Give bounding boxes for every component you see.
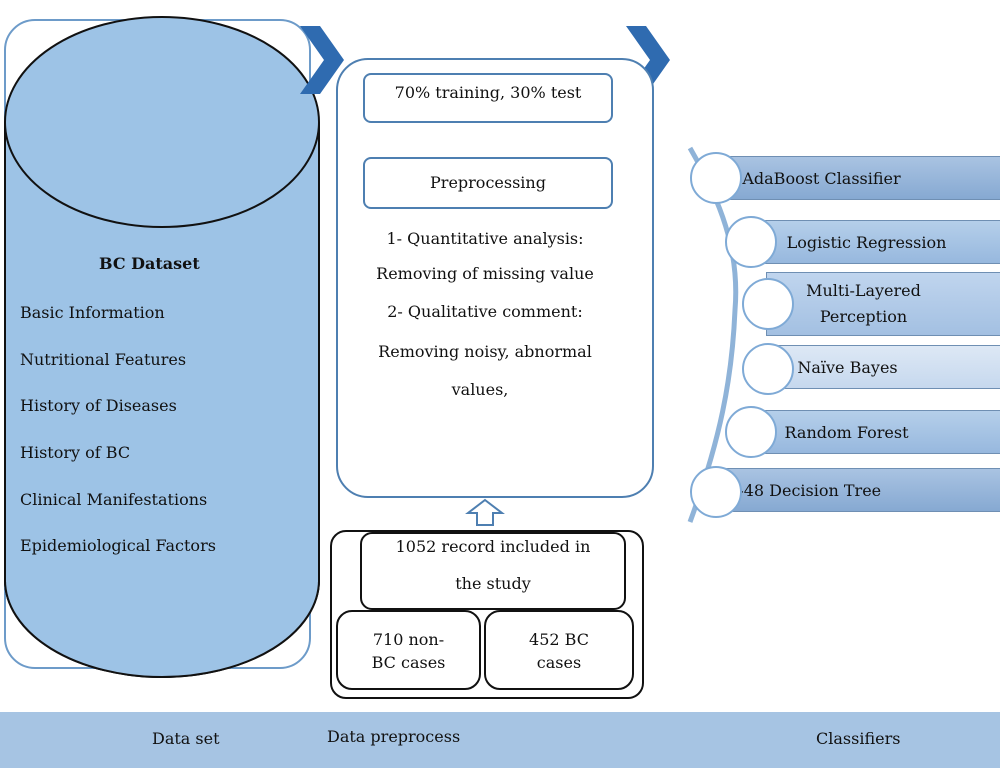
dataset-cylinder <box>4 16 320 678</box>
classifier-random-forest-marker <box>725 406 777 458</box>
dataset-item-nutritional-features: Nutritional Features <box>20 350 187 369</box>
stage-label-data-set: Data set <box>152 729 220 748</box>
classifier-logistic-regression-marker <box>725 216 777 268</box>
preprocess-step-1-detail: Removing of missing value <box>376 264 594 283</box>
dataset-item-clinical-manifestations: Clinical Manifestations <box>20 490 208 509</box>
preprocess-panel <box>336 58 654 498</box>
preprocess-step-2-detail: Removing noisy, abnormal <box>378 342 592 361</box>
classifier-naive-bayes-marker <box>742 343 794 395</box>
stage-label-data-preprocess: Data preprocess <box>327 727 461 746</box>
preprocessing-label: Preprocessing <box>430 173 546 192</box>
total-records-line2: the study <box>455 574 531 593</box>
stage-label-classifiers: Classifiers <box>816 729 901 748</box>
bc-cases-box: 452 BC cases <box>484 610 634 690</box>
dataset-title: BC Dataset <box>99 254 200 273</box>
classifier-j48-decision-tree: J-48 Decision Tree <box>712 468 1000 512</box>
non-bc-cases-box: 710 non- BC cases <box>336 610 481 690</box>
classifier-adaboost-marker <box>690 152 742 204</box>
chevron-arrow-icon <box>300 26 344 94</box>
classifier-logistic-regression: Logistic Regression <box>752 220 1000 264</box>
dataset-item-basic-information: Basic Information <box>20 303 165 322</box>
preprocess-step-2: 2- Qualitative comment: <box>387 302 583 321</box>
dataset-item-epidemiological-factors: Epidemiological Factors <box>20 536 216 555</box>
dataset-item-history-of-diseases: History of Diseases <box>20 396 177 415</box>
dataset-item-history-of-bc: History of BC <box>20 443 131 462</box>
split-label: 70% training, 30% test <box>394 83 582 102</box>
total-records-box: 1052 record included in the study <box>360 532 626 610</box>
cylinder-top <box>4 16 320 228</box>
stage-labels-bar <box>0 712 1000 768</box>
up-arrow-icon <box>465 498 505 526</box>
non-bc-cases-line1: 710 non- <box>372 630 445 649</box>
total-records-line1: 1052 record included in <box>395 537 591 556</box>
classifier-adaboost: AdaBoost Classifier <box>712 156 1000 200</box>
classifier-j48-decision-tree-marker <box>690 466 742 518</box>
classifier-naive-bayes: Naïve Bayes <box>764 345 1000 389</box>
preprocess-step-2-detail-cont: values, <box>451 380 509 399</box>
preprocess-step-1: 1- Quantitative analysis: <box>386 229 584 248</box>
bc-cases-line1: 452 BC <box>529 630 589 649</box>
bc-cases-line2: cases <box>536 653 582 672</box>
classifier-multi-layered-perception: Multi-Layered Perception <box>766 272 1000 336</box>
split-box: 70% training, 30% test <box>363 73 613 123</box>
preprocessing-box: Preprocessing <box>363 157 613 209</box>
classifier-multi-layered-perception-marker <box>742 278 794 330</box>
classifier-random-forest: Random Forest <box>752 410 1000 454</box>
non-bc-cases-line2: BC cases <box>371 653 446 672</box>
